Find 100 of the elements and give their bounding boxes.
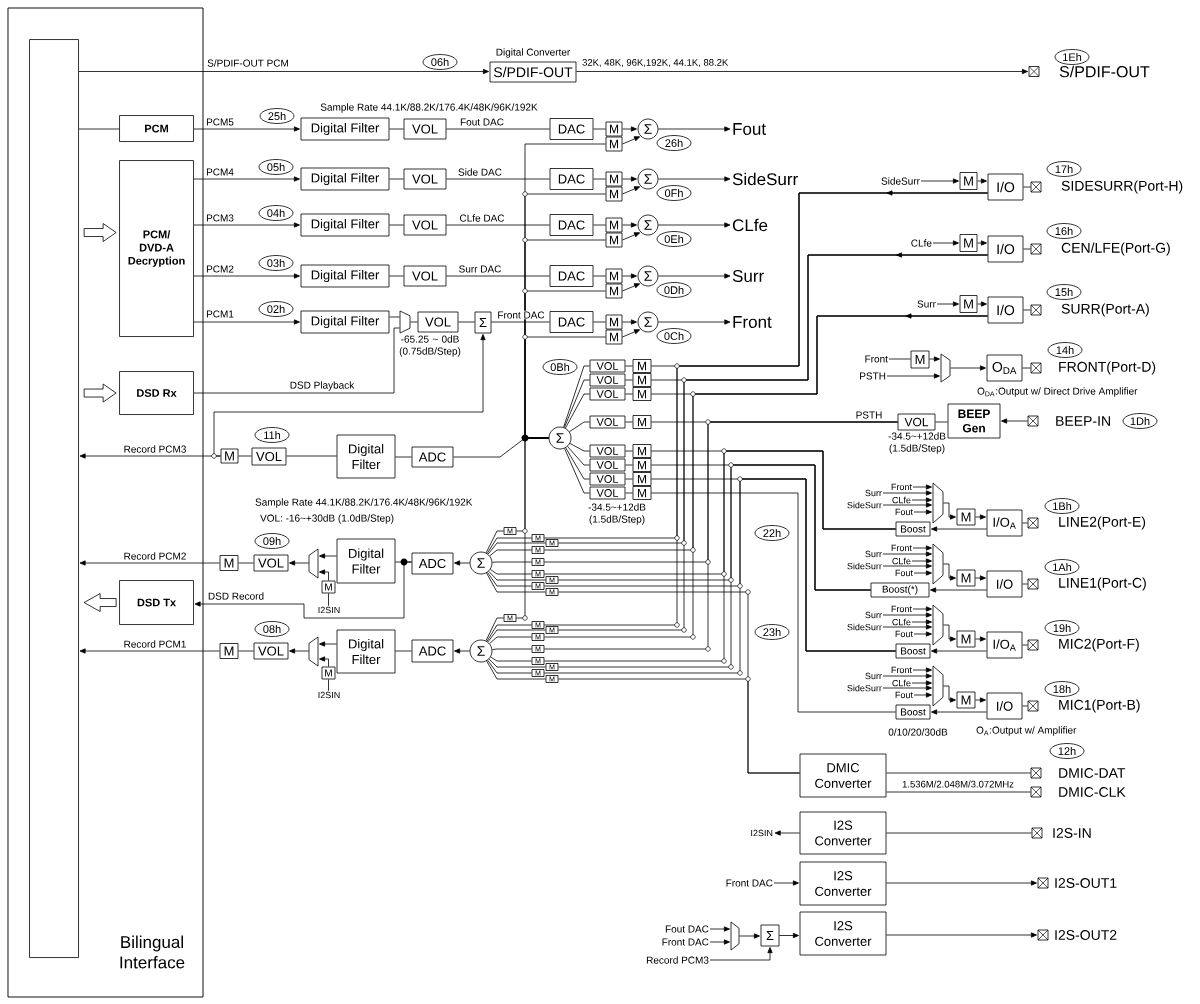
register-badge: 08h xyxy=(254,621,290,637)
edge-label: PCM4 xyxy=(205,167,235,177)
register-badge: 0Ch xyxy=(656,328,692,344)
connector-line xyxy=(625,478,633,480)
connector-line xyxy=(1023,309,1031,311)
volume-box: VOL xyxy=(589,458,626,472)
register-badge: 25h xyxy=(259,108,295,124)
arrow xyxy=(622,329,641,338)
pin-symbol xyxy=(1030,767,1042,779)
dac-box: DAC xyxy=(549,118,594,140)
boost-box: Boost xyxy=(895,521,931,537)
mux-symbol xyxy=(932,665,944,707)
mute-box: M xyxy=(632,472,652,486)
pin-symbol xyxy=(1030,181,1042,193)
connector-line xyxy=(1023,186,1031,188)
register-badge: 0Eh xyxy=(656,231,692,247)
connector-line xyxy=(625,464,633,466)
edge-label: Record PCM1 xyxy=(122,639,188,649)
arrow xyxy=(193,273,300,279)
edge-label: Record PCM3 xyxy=(122,444,188,454)
signal-label: Front xyxy=(891,666,912,674)
arrow xyxy=(622,273,637,279)
converter-box: S/PDIF-OUT xyxy=(489,61,577,83)
connector-line xyxy=(490,569,532,575)
signal-label: Front DAC xyxy=(662,938,709,946)
connector-line xyxy=(490,656,532,662)
boost-box: Boost xyxy=(895,704,931,720)
arrow xyxy=(886,880,1037,886)
edge-label: 32K, 48K, 96K,192K, 44.1K, 88.2K xyxy=(581,58,729,68)
port-label: BEEP-IN xyxy=(1056,416,1110,426)
arrow xyxy=(943,502,956,520)
arrow xyxy=(975,514,986,520)
mute-box: M xyxy=(632,444,652,458)
register-badge: 19h xyxy=(1044,620,1080,636)
connector-line xyxy=(565,447,590,480)
arrow xyxy=(193,176,300,182)
arrow xyxy=(886,373,940,379)
connector-line xyxy=(446,275,550,277)
output-box: O$_{DA}$ xyxy=(986,354,1023,382)
arrow xyxy=(932,240,959,246)
note-text: O$_{DA}$:Output w/ Direct Drive Amplifier xyxy=(977,387,1138,397)
arrow xyxy=(319,641,337,647)
connector-line xyxy=(593,275,606,277)
arrow xyxy=(658,176,731,182)
arrow xyxy=(622,176,637,182)
arrow xyxy=(454,560,470,566)
signal-label: CLfe xyxy=(911,239,932,247)
sum-box: Σ xyxy=(760,924,780,947)
boost-box: Boost xyxy=(895,643,931,659)
arrow xyxy=(943,685,956,703)
mute-box: M xyxy=(220,448,239,464)
port-label: I2S-OUT2 xyxy=(1055,930,1117,940)
signal-label: CLfe xyxy=(892,496,911,504)
connector-line xyxy=(78,128,120,130)
arrow xyxy=(79,648,220,654)
mute-box: M xyxy=(956,569,976,587)
port-label: I2S-OUT1 xyxy=(1055,878,1117,888)
io-box: I/O$_{A}$ xyxy=(986,631,1023,659)
beep-generator-box: BEEP Gen xyxy=(947,403,1001,439)
connector-line xyxy=(565,393,590,429)
register-badge: 16h xyxy=(1046,223,1082,239)
mute-box: M xyxy=(632,387,652,401)
block-arrow xyxy=(83,223,117,242)
mute-box: M xyxy=(605,268,623,284)
process-box: DSD Rx xyxy=(119,371,194,415)
edge-label: DSD Record xyxy=(207,591,265,601)
arrow xyxy=(319,656,329,667)
arrow xyxy=(913,570,932,576)
arrow xyxy=(622,232,641,241)
arrow xyxy=(773,880,799,886)
port-label: SURR(Port-A) xyxy=(1061,303,1149,317)
arrow xyxy=(882,685,932,691)
filter-box: Digital Filter xyxy=(300,264,390,288)
signal-label: I2SIN xyxy=(751,829,773,837)
volume-box: VOL xyxy=(253,642,289,660)
signal-label: PSTH xyxy=(860,372,886,380)
connector-line xyxy=(593,224,606,226)
connector-line xyxy=(410,321,418,323)
connector-line xyxy=(238,455,252,457)
register-badge: 0Dh xyxy=(656,282,692,298)
arrow xyxy=(709,947,773,961)
arrow xyxy=(913,692,932,698)
register-badge: 1Bh xyxy=(1044,498,1080,514)
port-label: FRONT(Port-D) xyxy=(1059,361,1156,375)
register-badge: 04h xyxy=(258,205,294,221)
signal-label: Front xyxy=(891,483,912,491)
mute-box: M xyxy=(956,691,976,709)
register-badge: 14h xyxy=(1047,342,1083,358)
connector-line xyxy=(193,327,400,394)
signal-label: Fout DAC xyxy=(665,925,709,933)
connector-line xyxy=(516,437,549,619)
arrow xyxy=(912,667,932,673)
range-note: -65.25 ~ 0dB (0.75dB/Step) xyxy=(399,335,461,357)
connector-line xyxy=(486,537,532,554)
connector-line xyxy=(1022,367,1031,369)
signal-label: Surr xyxy=(865,550,882,558)
volume-box: VOL xyxy=(897,413,936,431)
arrow xyxy=(78,68,489,75)
signal-label: CLfe xyxy=(892,557,911,565)
edge-label: Fout DAC xyxy=(459,117,505,127)
